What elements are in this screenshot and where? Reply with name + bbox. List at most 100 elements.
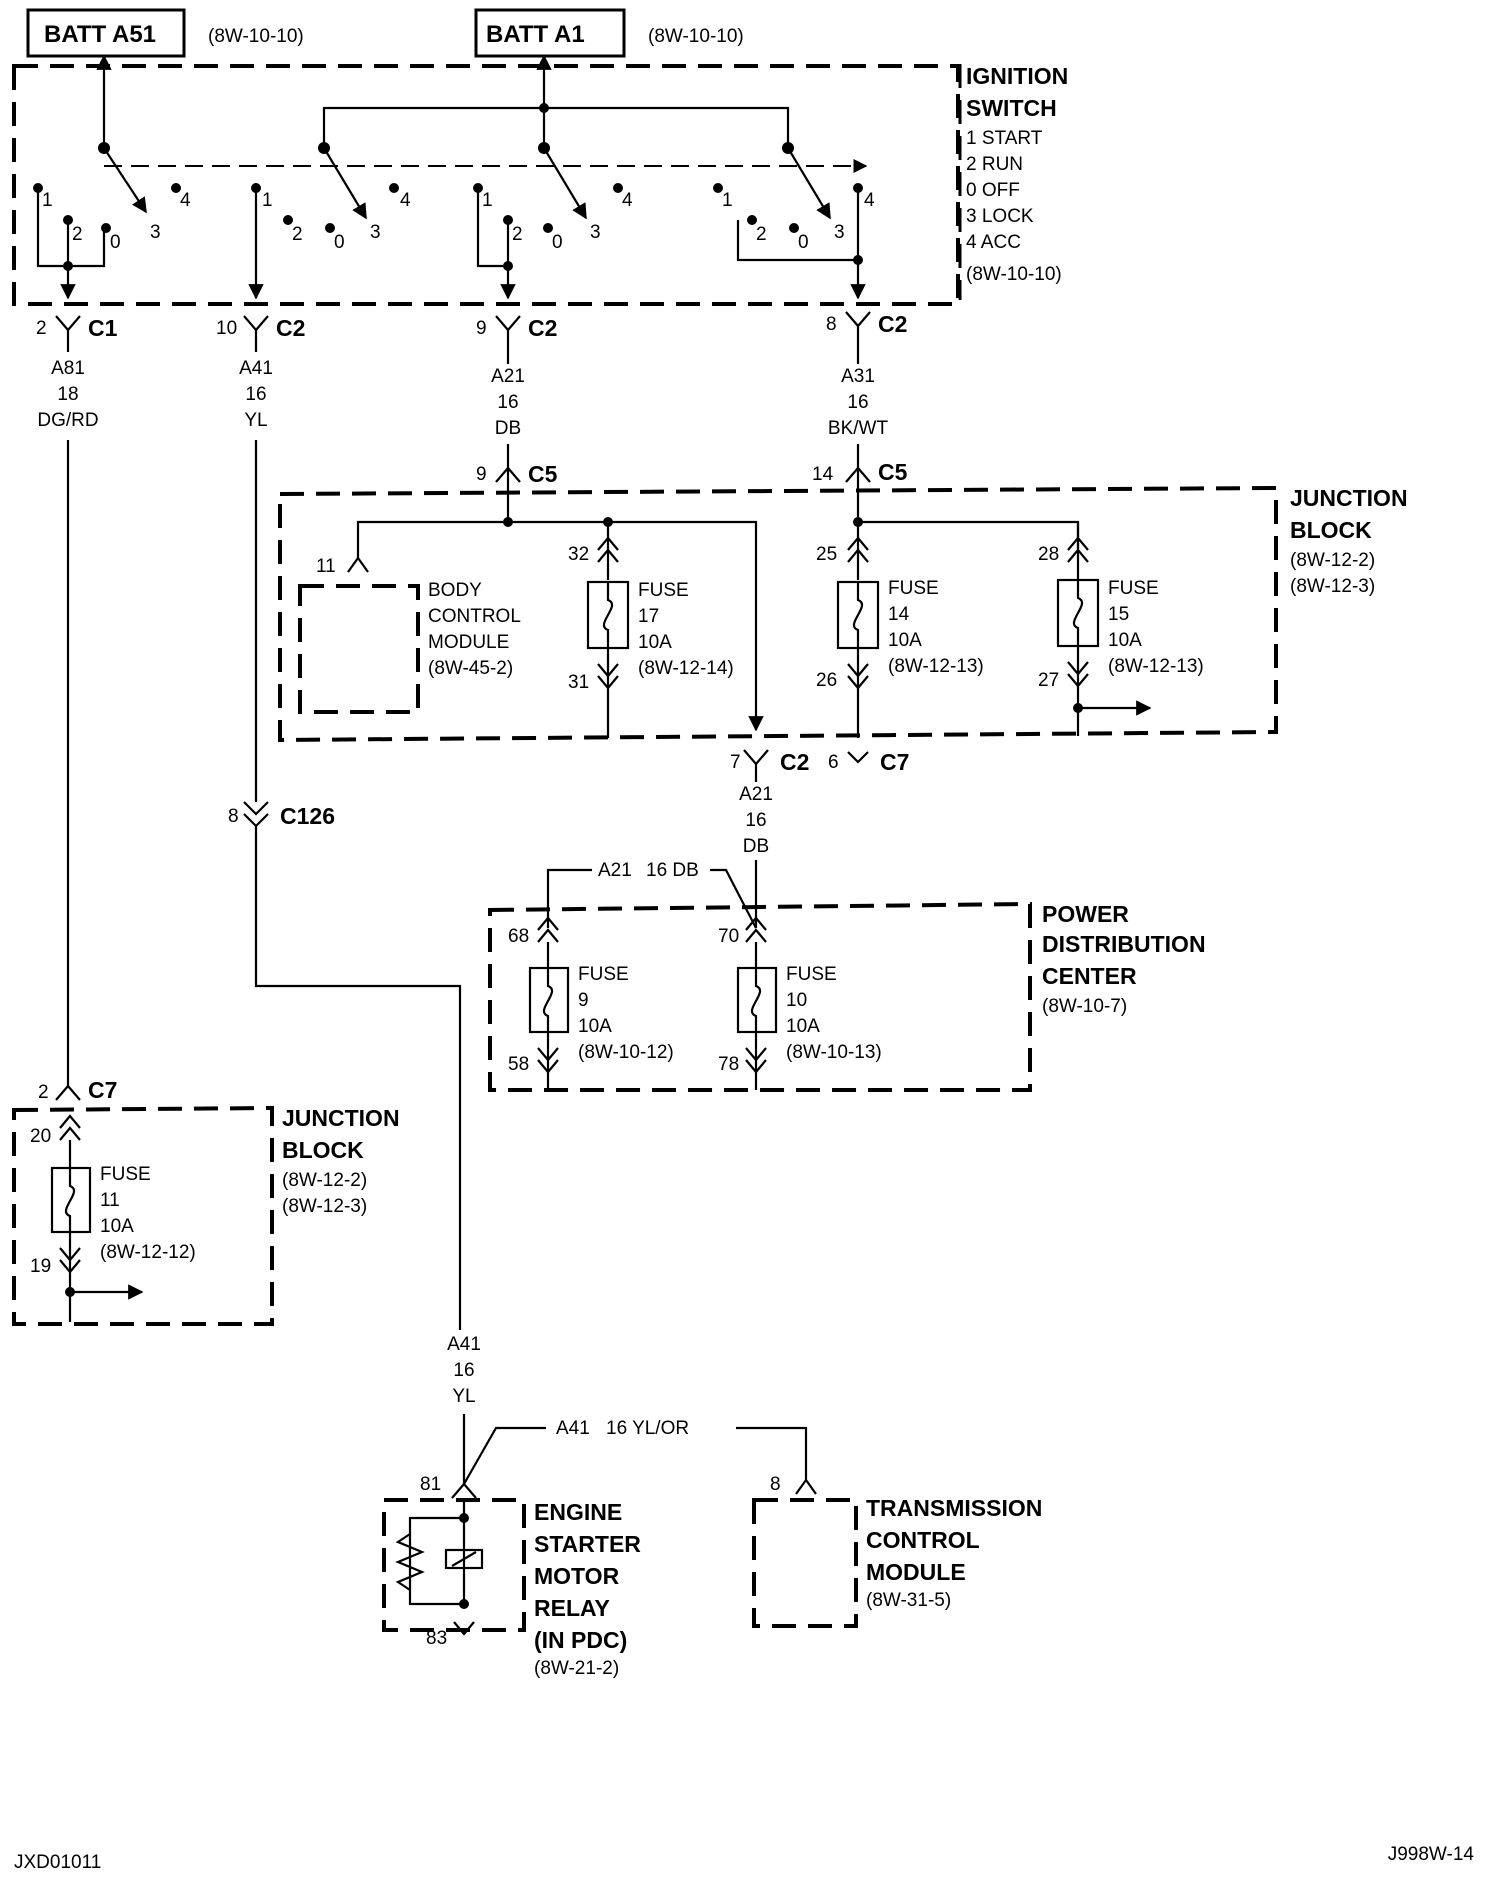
- diagram-label: 25: [816, 544, 837, 565]
- tcm-ref: (8W-31-5): [866, 1590, 951, 1611]
- diagram-label: 3: [590, 222, 601, 243]
- bcm-label-1: BODY: [428, 580, 482, 601]
- batt-a1-label: BATT A1: [486, 21, 585, 48]
- diagram-label: 10: [786, 990, 807, 1011]
- diagram-label: 16: [745, 810, 766, 831]
- diagram-label: 81: [420, 1474, 441, 1495]
- diagram-label: 15: [1108, 604, 1129, 625]
- fuse-11: 20 19 FUSE 11 10A (8W-12-12): [30, 1114, 196, 1322]
- ignition-position-start: 1 START: [966, 128, 1043, 149]
- diagram-label: YL: [244, 410, 267, 431]
- diagram-label: A21: [739, 784, 773, 805]
- diagram-label: 2: [36, 318, 47, 339]
- ignition-position-lock: 3 LOCK: [966, 206, 1034, 227]
- diagram-label: DB: [495, 418, 521, 439]
- diagram-label: (8W-12-2): [282, 1170, 367, 1191]
- ignition-switch-boundary: [12, 64, 960, 306]
- batt-a51-feed: BATT A51 (8W-10-10): [26, 8, 304, 58]
- diagram-label: 10A: [638, 632, 672, 653]
- power-distribution-center: A21 16 DB 68 58 FUSE 9 10A (8W-10-12): [488, 860, 1206, 1092]
- tcm-boundary: [752, 1498, 858, 1628]
- bcm-label-2: CONTROL: [428, 606, 521, 627]
- wire-a41-label: A41 16 YL: [239, 358, 273, 431]
- junction-block-lower: 2 C7 20 19 FUSE 11 10A (8W-12-12) JUNCTI…: [12, 1077, 400, 1326]
- diagram-label: FUSE: [638, 580, 689, 601]
- diagram-label: 11: [316, 556, 336, 577]
- diagram-label: FUSE: [786, 964, 837, 985]
- transmission-control-module: 8 TRANSMISSION CONTROL MODULE (8W-31-5): [752, 1474, 1042, 1628]
- diagram-label: 17: [638, 606, 659, 627]
- junction-block-upper-boundary: [278, 485, 1278, 743]
- junction-block-upper: 11 BODY CONTROL MODULE (8W-45-2) 32 31 F…: [278, 470, 1408, 743]
- diagram-label: 3: [150, 222, 161, 243]
- diagram-label: 32: [568, 544, 589, 565]
- bcm-label-3: MODULE: [428, 632, 509, 653]
- diagram-label: 11: [100, 1190, 120, 1211]
- diagram-label: 4: [180, 190, 191, 211]
- diagram-label: A41: [447, 1334, 481, 1355]
- diagram-label: (8W-12-3): [282, 1196, 367, 1217]
- diagram-label: C2: [528, 315, 557, 341]
- pdc-ref: (8W-10-7): [1042, 996, 1127, 1017]
- diagram-label: FUSE: [578, 964, 629, 985]
- diagram-label: (8W-12-12): [100, 1242, 196, 1263]
- diagram-label: 1: [482, 190, 493, 211]
- diagram-label: 1: [722, 190, 733, 211]
- diagram-label: 16: [847, 392, 868, 413]
- diagram-label: 58: [508, 1054, 529, 1075]
- diagram-label: 20: [30, 1126, 51, 1147]
- junction-block-upper-title-2: BLOCK: [1290, 517, 1372, 543]
- diagram-label: C126: [280, 803, 335, 829]
- diagram-label: 9: [476, 464, 487, 485]
- switch-output-connectors: 2 C1 10 C2 9 C2 8 C2: [36, 311, 907, 364]
- c126-connector: 8 C126: [228, 801, 335, 829]
- diagram-label: A21: [598, 860, 632, 881]
- footer-right-code: J998W-14: [1388, 1844, 1475, 1865]
- diagram-label: 2: [38, 1082, 49, 1103]
- diagram-label: A41: [239, 358, 273, 379]
- diagram-label: A31: [841, 366, 875, 387]
- diagram-label: DG/RD: [37, 410, 98, 431]
- diagram-label: 2: [72, 224, 83, 245]
- diagram-label: (8W-12-14): [638, 658, 734, 679]
- ignition-position-acc: 4 ACC: [966, 232, 1021, 253]
- fuse-9: 68 58 FUSE 9 10A (8W-10-12): [508, 916, 674, 1090]
- fuse-10: 70 78 FUSE 10 10A (8W-10-13): [718, 916, 882, 1090]
- diagram-label: 10A: [786, 1016, 820, 1037]
- batt-a51-ref: (8W-10-10): [208, 26, 304, 47]
- ignition-switch-title-2: SWITCH: [966, 95, 1057, 121]
- c5-connectors: 9 C5 14 C5: [476, 459, 908, 487]
- diagram-label: 31: [568, 672, 589, 693]
- batt-a1-feed: BATT A1 (8W-10-10): [474, 8, 744, 58]
- diagram-label: FUSE: [888, 578, 939, 599]
- ignition-switch-title-1: IGNITION: [966, 63, 1068, 89]
- fuse-14: 25 26 FUSE 14 10A (8W-12-13): [816, 522, 984, 738]
- ignition-position-off: 0 OFF: [966, 180, 1020, 201]
- diagram-label: 16: [453, 1360, 474, 1381]
- diagram-label: 16: [245, 384, 266, 405]
- diagram-label: 3: [370, 222, 381, 243]
- diagram-label: C7: [880, 749, 909, 775]
- diagram-label: 3: [834, 222, 845, 243]
- diagram-label: 14: [888, 604, 910, 625]
- diagram-label: YL: [452, 1386, 475, 1407]
- diagram-label: 2: [756, 224, 767, 245]
- wire-a41-lower-label: A41 16 YL: [447, 1334, 481, 1407]
- diagram-label: C1: [88, 315, 118, 341]
- diagram-label: 19: [30, 1256, 51, 1277]
- diagram-label: 0: [552, 232, 563, 253]
- wire-a41-tcm: A41 16 YL/OR: [463, 1418, 808, 1485]
- wire-a21-label: A21 16 DB: [491, 366, 525, 439]
- diagram-label: A41: [556, 1418, 590, 1439]
- diagram-label: A21: [491, 366, 525, 387]
- wire-a41-lower: [254, 826, 462, 1330]
- diagram-label: 16 DB: [646, 860, 699, 881]
- diagram-label: 83: [426, 1628, 447, 1649]
- diagram-label: 68: [508, 926, 529, 947]
- diagram-label: 16: [497, 392, 518, 413]
- ignition-position-run: 2 RUN: [966, 154, 1023, 175]
- bcm-ref: (8W-45-2): [428, 658, 513, 679]
- wire-a81-label: A81 18 DG/RD: [37, 358, 98, 431]
- relay-title-1: ENGINE: [534, 1499, 622, 1525]
